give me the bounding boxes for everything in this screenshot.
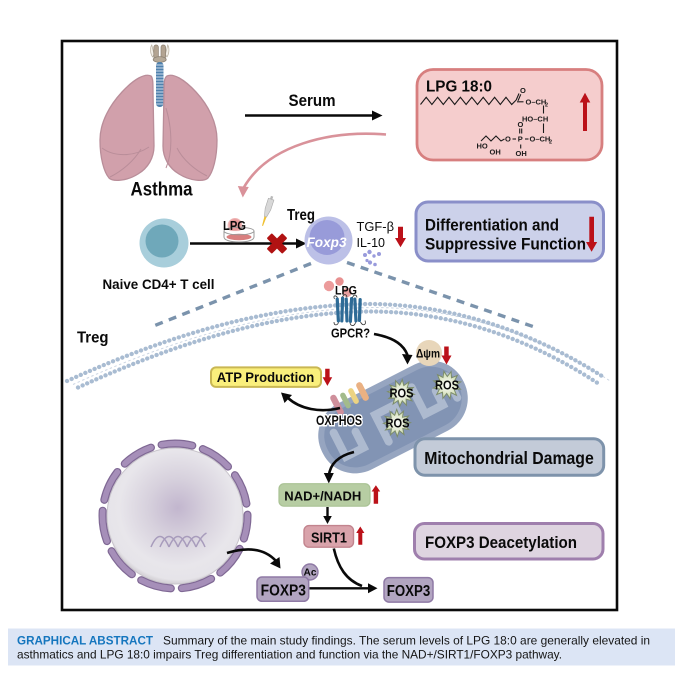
svg-text:HO–CH: HO–CH [522, 115, 548, 124]
svg-text:NAD+/NADH: NAD+/NADH [284, 488, 361, 503]
svg-text:Naive CD4+ T cell: Naive CD4+ T cell [103, 276, 215, 292]
svg-text:IL-10: IL-10 [357, 235, 386, 250]
svg-text:Δψm: Δψm [416, 349, 440, 361]
svg-text:2: 2 [545, 103, 548, 109]
svg-text:SIRT1: SIRT1 [311, 530, 347, 547]
svg-text:Suppressive Function: Suppressive Function [425, 234, 586, 253]
svg-text:GPCR?: GPCR? [331, 327, 370, 341]
svg-text:Treg: Treg [287, 207, 315, 224]
svg-text:Summary of the main study find: Summary of the main study findings. The … [163, 634, 650, 648]
svg-text:HO: HO [477, 142, 488, 151]
svg-text:LPG: LPG [335, 284, 357, 298]
svg-text:asthmatics and LPG 18:0 impair: asthmatics and LPG 18:0 impairs Treg dif… [17, 648, 562, 662]
svg-text:ROS: ROS [435, 378, 459, 393]
svg-text:Serum: Serum [289, 91, 336, 110]
svg-text:2: 2 [549, 140, 552, 146]
svg-text:FOXP3 Deacetylation: FOXP3 Deacetylation [425, 533, 577, 552]
svg-text:Differentiation and: Differentiation and [425, 216, 559, 235]
svg-text:OXPHOS: OXPHOS [316, 413, 362, 428]
svg-text:O: O [518, 120, 524, 129]
svg-text:Ac: Ac [304, 567, 317, 579]
svg-text:P: P [518, 135, 523, 144]
svg-text:GRAPHICAL ABSTRACT: GRAPHICAL ABSTRACT [17, 634, 154, 648]
svg-text:Asthma: Asthma [131, 180, 193, 201]
svg-text:ROS: ROS [386, 416, 410, 431]
svg-text:TGF-β: TGF-β [357, 219, 395, 234]
svg-text:ROS: ROS [390, 386, 414, 401]
svg-text:O–CH: O–CH [530, 135, 551, 144]
svg-text:Foxp3: Foxp3 [307, 234, 347, 250]
svg-text:FOXP3: FOXP3 [261, 583, 307, 600]
svg-text:LPG: LPG [223, 219, 246, 233]
svg-text:FOXP3: FOXP3 [387, 583, 431, 600]
svg-text:LPG 18:0: LPG 18:0 [426, 79, 492, 96]
svg-text:Treg: Treg [77, 330, 109, 347]
svg-text:OH: OH [490, 148, 501, 157]
svg-text:Mitochondrial Damage: Mitochondrial Damage [424, 448, 594, 468]
svg-text:O–CH: O–CH [526, 98, 547, 107]
svg-text:OH: OH [516, 149, 527, 158]
svg-text:O: O [505, 135, 511, 144]
svg-text:ATP Production: ATP Production [217, 370, 315, 385]
svg-text:O: O [520, 86, 526, 95]
